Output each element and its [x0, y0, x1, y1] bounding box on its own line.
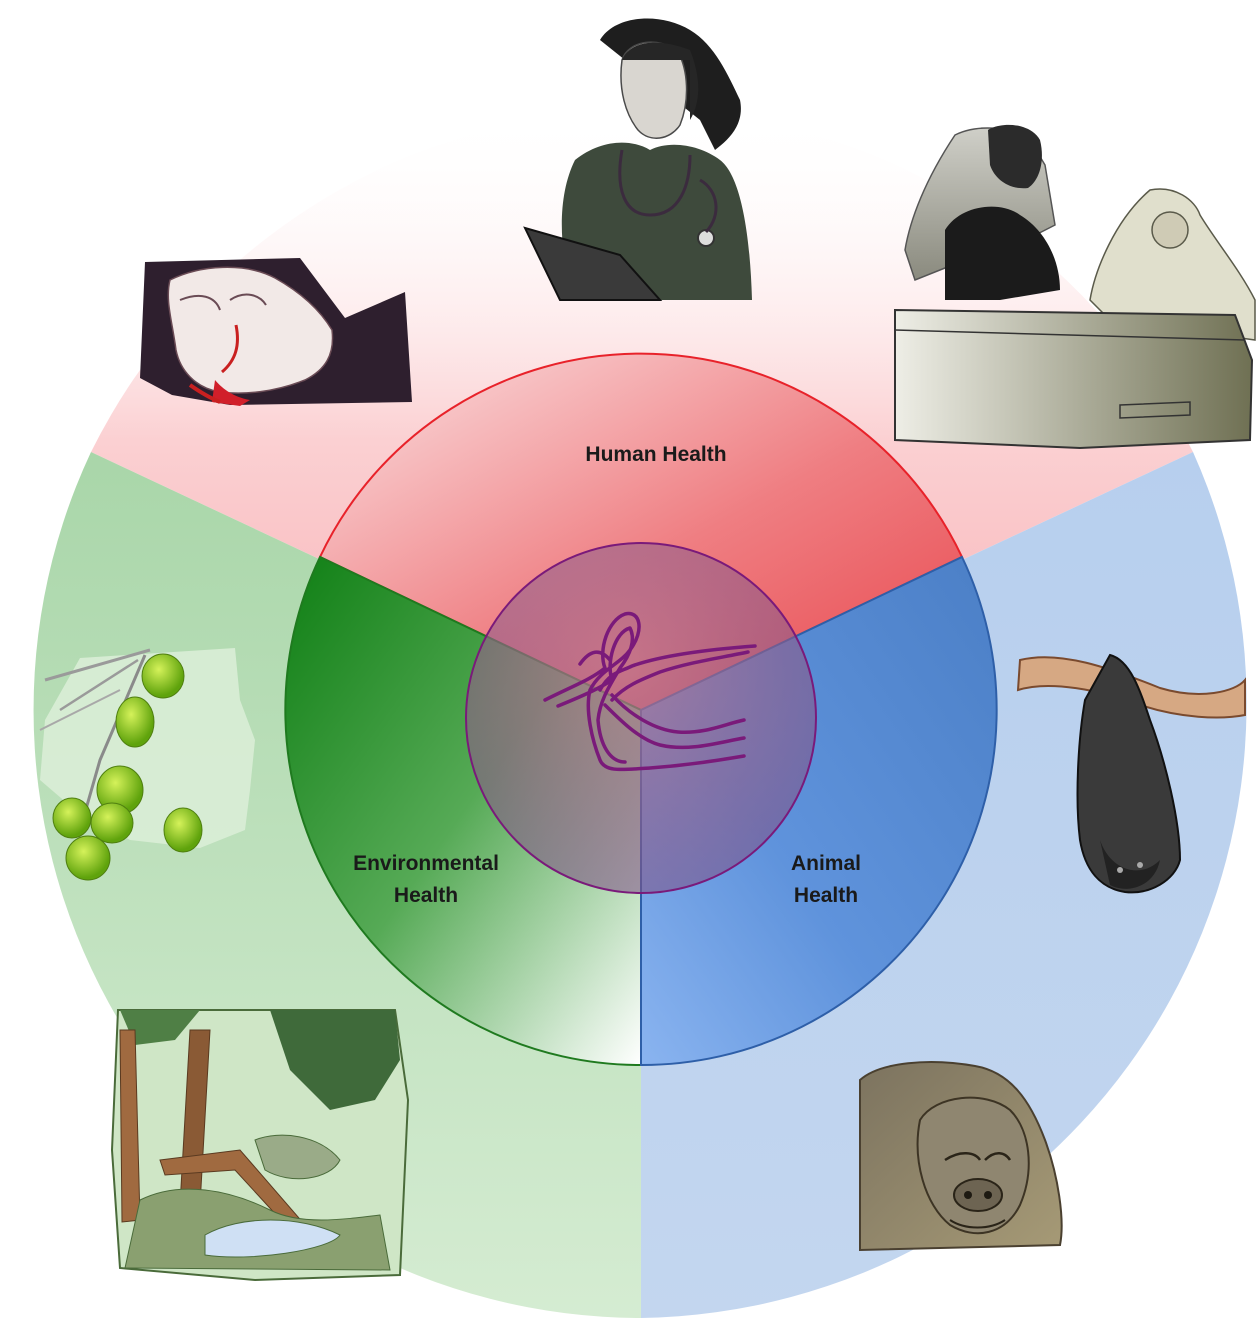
label-animal-line2: Health	[794, 884, 858, 907]
rainforest-stream-icon	[110, 1009, 410, 1282]
fruit-bat-icon	[1016, 653, 1246, 894]
mourners-at-coffin-icon	[894, 124, 1256, 450]
ebola-virus-icon	[543, 611, 757, 772]
patient-icon	[140, 258, 412, 406]
label-environmental-line2: Health	[394, 884, 458, 907]
segment-human	[318, 352, 964, 712]
label-environmental-line1: Environmental	[353, 852, 499, 875]
fruit-branch-icon	[39, 648, 255, 881]
label-animal-line1: Animal	[791, 852, 861, 875]
gorilla-icon	[859, 1061, 1063, 1252]
nurse-icon	[523, 18, 752, 301]
label-human-health: Human Health	[585, 443, 726, 466]
